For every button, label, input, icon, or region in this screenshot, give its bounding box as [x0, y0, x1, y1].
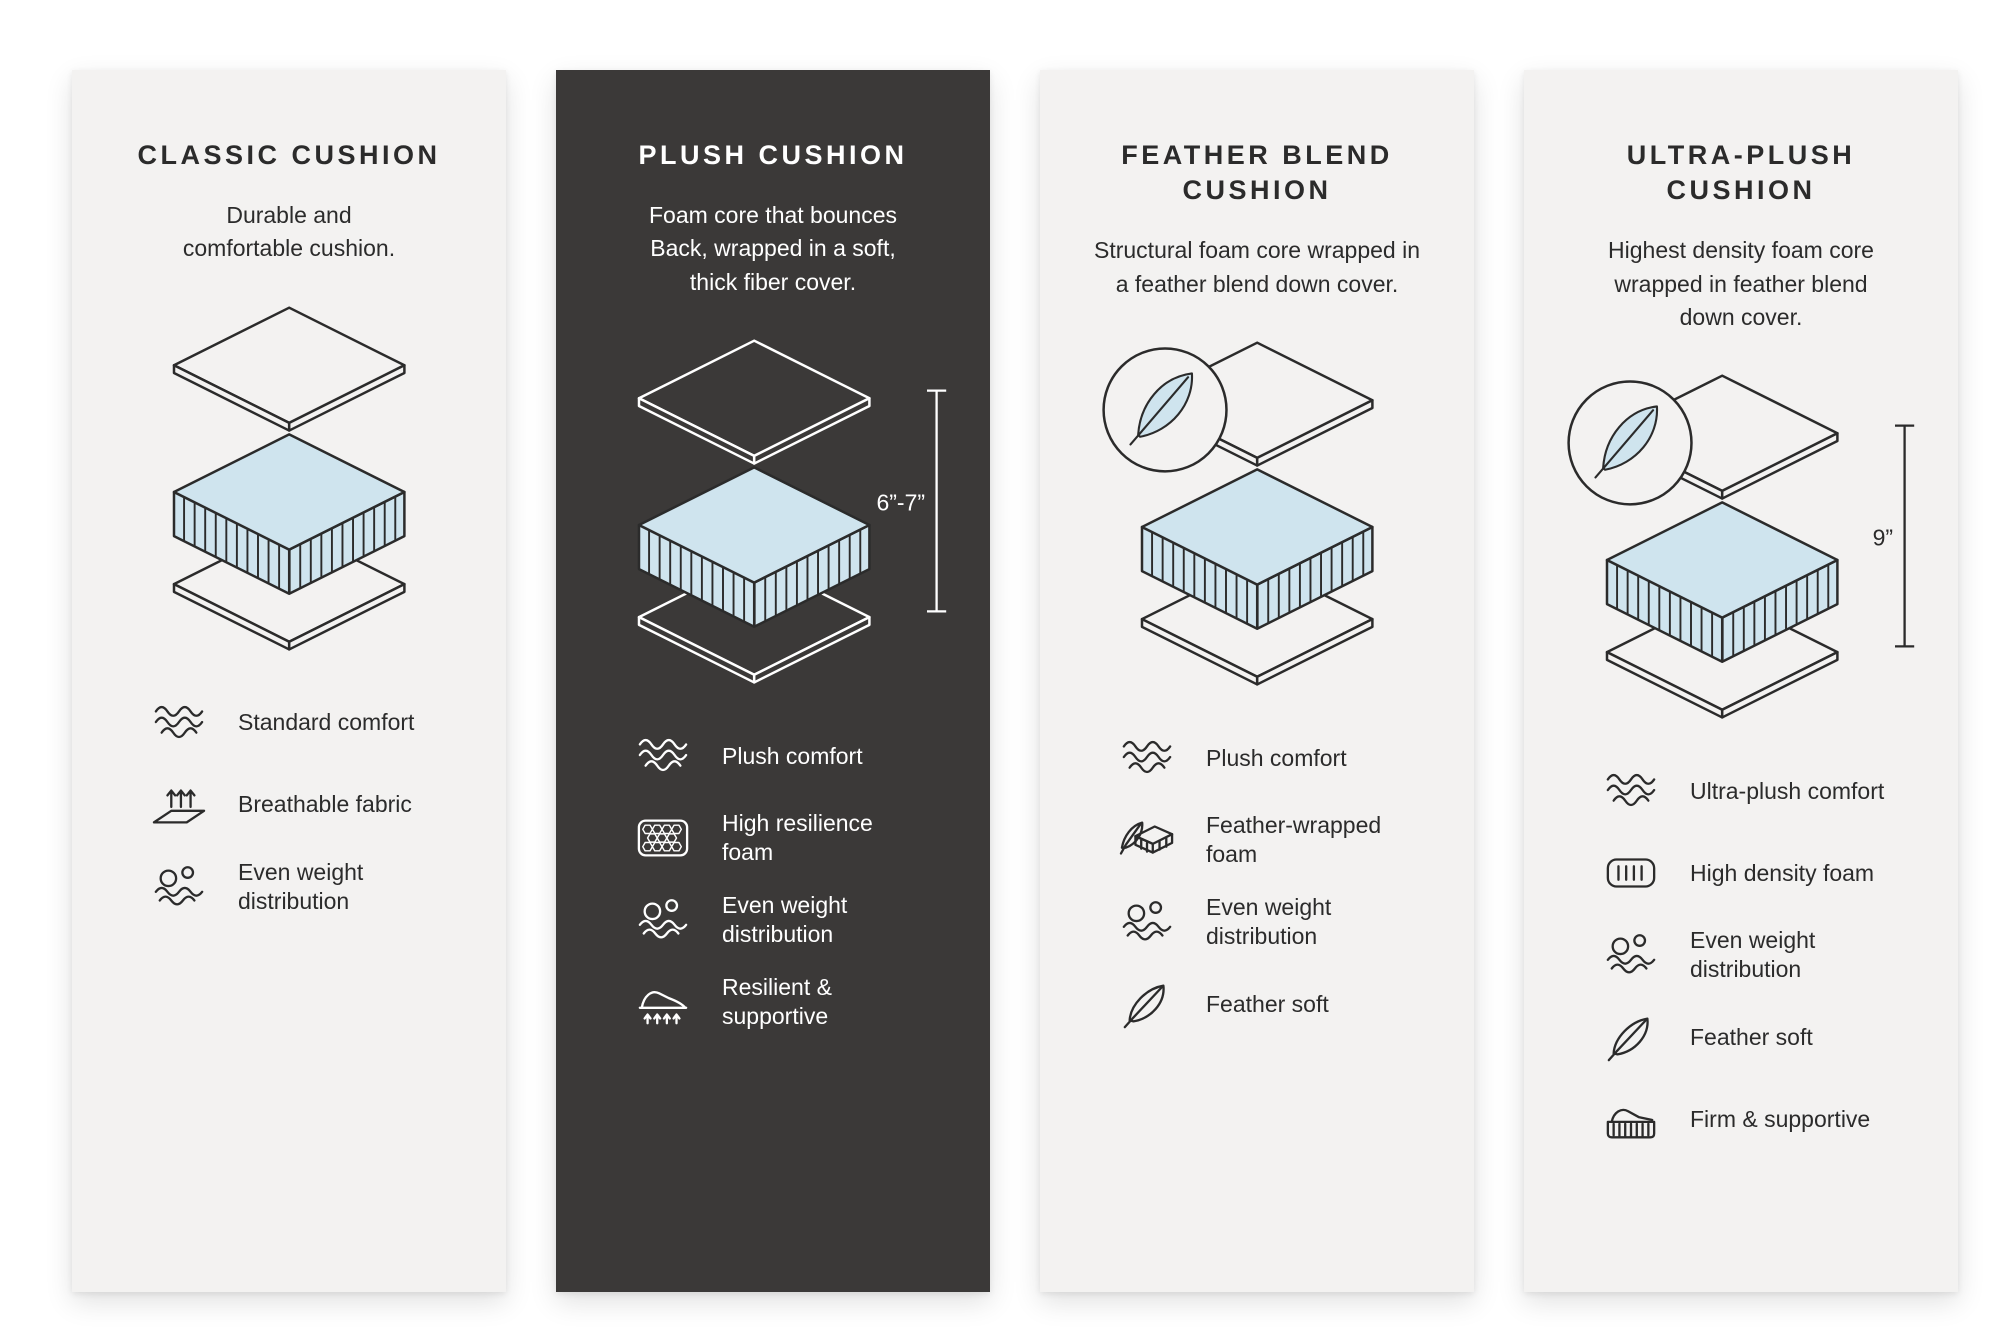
card-classic-cushion: CLASSIC CUSHION Durable and comfortable …: [72, 70, 506, 1292]
feature-label: Ultra-plush comfort: [1690, 777, 1885, 804]
card-feather-blend-cushion: FEATHER BLEND CUSHION Structural foam co…: [1040, 70, 1474, 1292]
feature-label: Feather-wrapped foam: [1206, 812, 1382, 867]
height-dimension-label: 9”: [1872, 525, 1892, 551]
wave-comfort-icon: [148, 696, 210, 750]
card-plush-cushion: PLUSH CUSHION Foam core that bounces Bac…: [556, 70, 990, 1292]
feature-label: Standard comfort: [238, 709, 415, 736]
feature-row: Plush comfort: [1116, 729, 1434, 787]
card-description: Structural foam core wrapped in a feathe…: [1094, 237, 1420, 297]
feature-label: High resilience foam: [722, 810, 873, 866]
wave-comfort-icon: [632, 729, 694, 783]
feature-label: Even weight distribution: [238, 859, 364, 914]
firm-supportive-icon: [1600, 1092, 1662, 1146]
resilience-foam-icon: [632, 811, 694, 865]
feature-row: High resilience foam: [632, 809, 950, 867]
resilient-supportive-icon: [632, 975, 694, 1029]
feather-soft-icon: [1116, 977, 1178, 1031]
cushion-layers-diagram: [126, 300, 452, 660]
card-description: Durable and comfortable cushion.: [182, 202, 396, 262]
even-weight-icon: [1600, 928, 1662, 982]
cushion-layers-diagram: 6”-7”: [591, 333, 956, 693]
cushion-layers-diagram: [1094, 335, 1420, 695]
feature-row: Firm & supportive: [1600, 1090, 1918, 1148]
height-dimension: 6”-7”: [876, 389, 946, 613]
feature-row: Resilient & supportive: [632, 973, 950, 1031]
card-title: ULTRA-PLUSH CUSHION: [1626, 140, 1856, 206]
feature-row: High density foam: [1600, 844, 1918, 902]
feature-label: Firm & supportive: [1690, 1105, 1871, 1132]
card-ultra-plush-cushion: ULTRA-PLUSH CUSHION Highest density foam…: [1524, 70, 1958, 1292]
feature-list: Ultra-plush comfort High density foam Ev…: [1558, 762, 1924, 1172]
feature-row: Feather-wrapped foam: [1116, 811, 1434, 869]
feature-list: Plush comfort High resilience foam Even …: [590, 727, 956, 1055]
feature-row: Plush comfort: [632, 727, 950, 785]
feature-row: Feather soft: [1116, 975, 1434, 1033]
feature-label: Feather soft: [1206, 990, 1329, 1017]
even-weight-icon: [1116, 895, 1178, 949]
card-title: PLUSH CUSHION: [638, 140, 908, 170]
feather-badge-icon: [1102, 347, 1228, 473]
feather-soft-icon: [1600, 1010, 1662, 1064]
feature-row: Even weight distribution: [1600, 926, 1918, 984]
feature-row: Feather soft: [1600, 1008, 1918, 1066]
feather-wrapped-foam-icon: [1116, 813, 1178, 867]
breathable-fabric-icon: [148, 778, 210, 832]
feature-row: Even weight distribution: [632, 891, 950, 949]
feature-list: Standard comfort Breathable fabric Even …: [106, 694, 472, 940]
feature-label: Feather soft: [1690, 1023, 1813, 1050]
feature-row: Breathable fabric: [148, 776, 466, 834]
wave-comfort-icon: [1600, 764, 1662, 818]
feature-row: Ultra-plush comfort: [1600, 762, 1918, 820]
feature-label: Plush comfort: [1206, 744, 1347, 771]
feature-label: High density foam: [1690, 859, 1875, 886]
feature-label: Breathable fabric: [238, 791, 412, 818]
card-title: CLASSIC CUSHION: [137, 140, 441, 170]
feature-row: Standard comfort: [148, 694, 466, 752]
wave-comfort-icon: [1116, 731, 1178, 785]
feature-label: Plush comfort: [722, 742, 863, 769]
feature-label: Even weight distribution: [722, 892, 848, 948]
feature-list: Plush comfort Feather-wrapped foam Even …: [1074, 729, 1440, 1057]
height-dimension-label: 6”-7”: [876, 490, 925, 516]
feature-row: Even weight distribution: [1116, 893, 1434, 951]
card-title: FEATHER BLEND CUSHION: [1121, 140, 1393, 206]
feather-badge-icon: [1567, 380, 1693, 506]
even-weight-icon: [148, 860, 210, 914]
feature-label: Even weight distribution: [1206, 894, 1332, 949]
card-description: Foam core that bounces Back, wrapped in …: [648, 202, 898, 295]
cushion-stack-illustration: 9”: [1567, 374, 1914, 719]
cushion-stack-illustration: 6”-7”: [637, 339, 946, 684]
height-dimension: 9”: [1872, 424, 1914, 648]
high-density-foam-icon: [1600, 846, 1662, 900]
even-weight-icon: [632, 893, 694, 947]
cushion-stack-illustration: [1102, 341, 1374, 686]
cushion-layers-diagram: 9”: [1559, 368, 1924, 728]
card-description: Highest density foam core wrapped in fea…: [1608, 237, 1874, 330]
feature-row: Even weight distribution: [148, 858, 466, 916]
feature-label: Resilient & supportive: [722, 974, 832, 1030]
feature-label: Even weight distribution: [1690, 927, 1816, 983]
cushion-stack-illustration: [172, 306, 406, 651]
